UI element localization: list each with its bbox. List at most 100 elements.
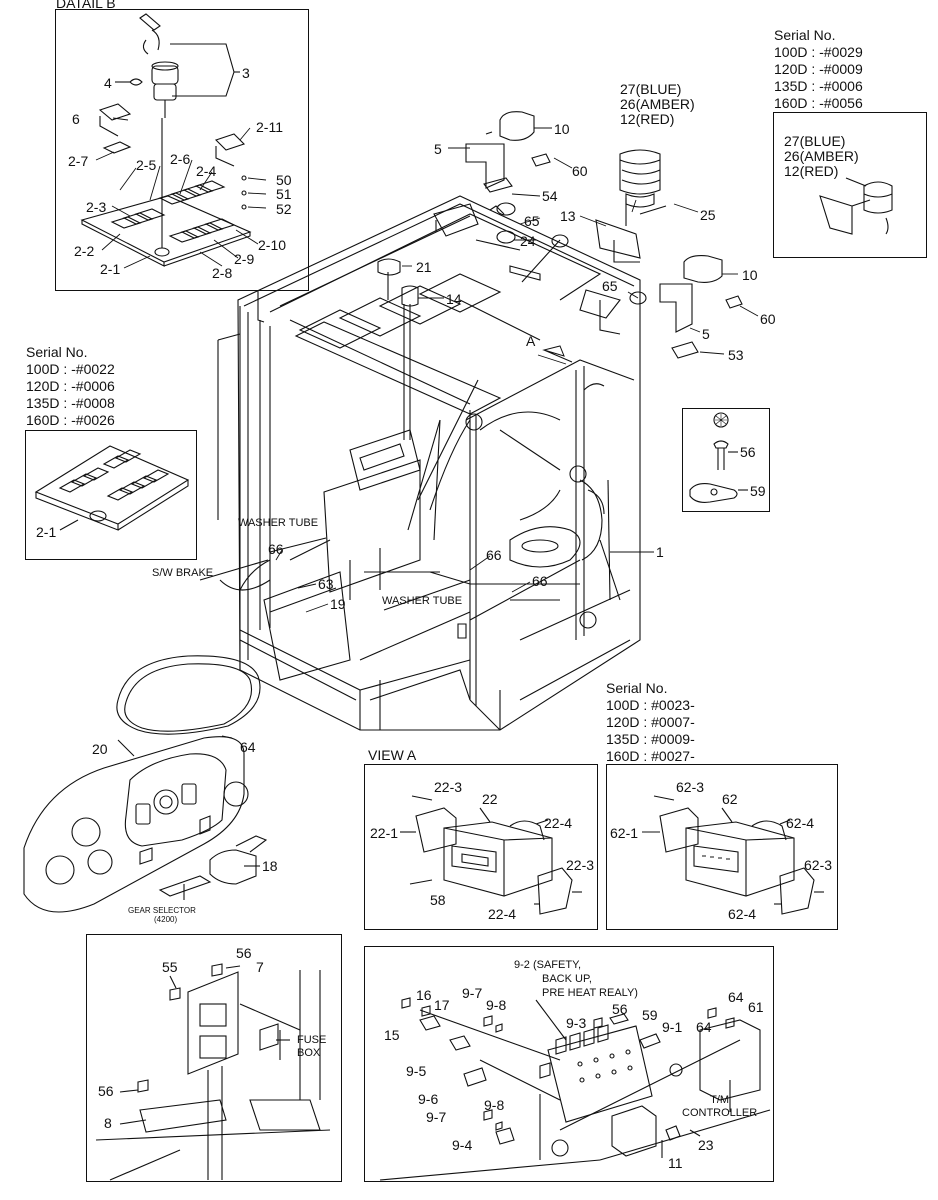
callout: 9-4: [452, 1137, 473, 1153]
callout: 24: [520, 233, 536, 249]
callout: 52: [276, 201, 292, 217]
callout: 7: [256, 959, 264, 975]
callout: 62-4: [786, 815, 815, 831]
fuse-box-label-line: BOX: [297, 1047, 321, 1059]
callout: 50: [276, 172, 292, 188]
switch-panel-inset-frame: [25, 430, 197, 560]
tm-controller-label: T/M CONTROLLER: [682, 1094, 757, 1120]
callout: 2-10: [258, 237, 287, 253]
callout: 58: [430, 892, 446, 908]
beacon-inset-frame: [773, 112, 927, 258]
callout: 65: [524, 213, 540, 229]
callout: 62: [722, 791, 738, 807]
callout: 25: [700, 207, 716, 223]
washer-tube-label: WASHER TUBE: [382, 595, 463, 607]
callout: 5: [434, 141, 442, 157]
callout: 9-7: [426, 1109, 447, 1125]
callout: 62-3: [804, 857, 833, 873]
cab-frame-drawing: [199, 195, 641, 731]
callout: 10: [554, 121, 570, 137]
callout: 9-8: [484, 1097, 505, 1113]
callout: 23: [698, 1137, 714, 1153]
callout: 9-7: [462, 985, 483, 1001]
serial-line: 135D : #0009-: [606, 731, 695, 747]
callout: 64: [728, 989, 744, 1005]
callout: 8: [104, 1115, 112, 1131]
callout: 61: [748, 999, 764, 1015]
ignition-switch-key-drawing: [115, 13, 240, 118]
callout: 16: [416, 987, 432, 1003]
detail-b-frame: [55, 9, 309, 291]
callout: 9-3: [566, 1015, 587, 1031]
detail-b-leaders: [95, 117, 267, 269]
view-a-drawing: [400, 795, 582, 915]
relay-panel-drawing: [379, 997, 771, 1181]
callout: 22-1: [370, 825, 399, 841]
view-a2-frame: [606, 764, 838, 930]
callout: 60: [760, 311, 776, 327]
bolt-inset-frame: [682, 408, 770, 512]
callout: 2-9: [234, 251, 255, 267]
serial-line: 120D : -#0009: [774, 61, 863, 77]
serial-line: 100D : -#0022: [26, 361, 115, 377]
callout: 2-2: [74, 243, 95, 259]
callout: 63: [318, 576, 334, 592]
callout: 10: [742, 267, 758, 283]
callout: 9-8: [486, 997, 507, 1013]
callout: 56: [98, 1083, 114, 1099]
relay-note-line: BACK UP,: [542, 973, 592, 985]
view-a-title: VIEW A: [368, 747, 417, 763]
fuse-panel-drawing: [95, 963, 331, 1181]
callout: 5: [702, 326, 710, 342]
callout: 56: [236, 945, 252, 961]
callout: 66: [486, 547, 502, 563]
fuse-panel-frame: [86, 934, 342, 1182]
serial-line: 160D : #0027-: [606, 748, 695, 764]
serial-block-right-mid: Serial No. 100D : #0023- 120D : #0007- 1…: [606, 680, 695, 765]
beacon-color: 26(AMBER): [784, 148, 859, 164]
serial-heading: Serial No.: [26, 344, 88, 360]
callout: 2-4: [196, 163, 217, 179]
callout: 60: [572, 163, 588, 179]
serial-line: 135D : -#0006: [774, 78, 863, 94]
callout: 20: [92, 741, 108, 757]
callout: 2-11: [256, 119, 283, 135]
relay-note-line: PRE HEAT REALY): [542, 987, 638, 999]
callout: 2-6: [170, 151, 191, 167]
callout: 64: [240, 739, 256, 755]
callout: 56: [740, 444, 756, 460]
callout: 62-1: [610, 825, 639, 841]
serial-line: 100D : #0023-: [606, 697, 695, 713]
callout: 53: [728, 347, 744, 363]
gear-selector-label: GEAR SELECTOR: [128, 906, 196, 915]
beacon-color-list: 27(BLUE) 26(AMBER) 12(RED): [620, 82, 695, 127]
callout: 4: [104, 75, 112, 91]
callout: 2-3: [86, 199, 107, 215]
fuse-box-label: FUSE BOX: [297, 1034, 326, 1060]
callout: 6: [72, 111, 80, 127]
serial-line: 120D : -#0006: [26, 378, 115, 394]
callout: 1: [656, 544, 664, 560]
relay-panel-frame: [364, 946, 774, 1182]
callout: 2-8: [212, 265, 233, 281]
view-arrow-label: A: [526, 333, 536, 349]
callout: 66: [268, 541, 284, 557]
callout: 9-6: [418, 1091, 439, 1107]
relay-note-line: 9-2 (SAFETY,: [514, 959, 582, 971]
serial-line: 120D : #0007-: [606, 714, 695, 730]
view-a2-drawing: [642, 795, 824, 915]
switch-panel-detail-drawing: [80, 103, 252, 267]
tm-controller-line: CONTROLLER: [682, 1107, 758, 1119]
tm-controller-line: T/M: [710, 1094, 730, 1106]
callout: 66: [532, 573, 548, 589]
switch-panel-inset-drawing: [34, 445, 190, 531]
relay-note-label: 9-2 (SAFETY, BACK UP, PRE HEAT REALY): [514, 958, 638, 1000]
callout: 65: [602, 278, 618, 294]
callout: 13: [560, 208, 576, 224]
callout: 9-5: [406, 1063, 427, 1079]
callout: 3: [242, 65, 250, 81]
callout: 2-1: [100, 261, 121, 277]
callout: 64: [696, 1019, 712, 1035]
serial-block-left: Serial No. 100D : -#0022 120D : -#0006 1…: [26, 344, 115, 429]
